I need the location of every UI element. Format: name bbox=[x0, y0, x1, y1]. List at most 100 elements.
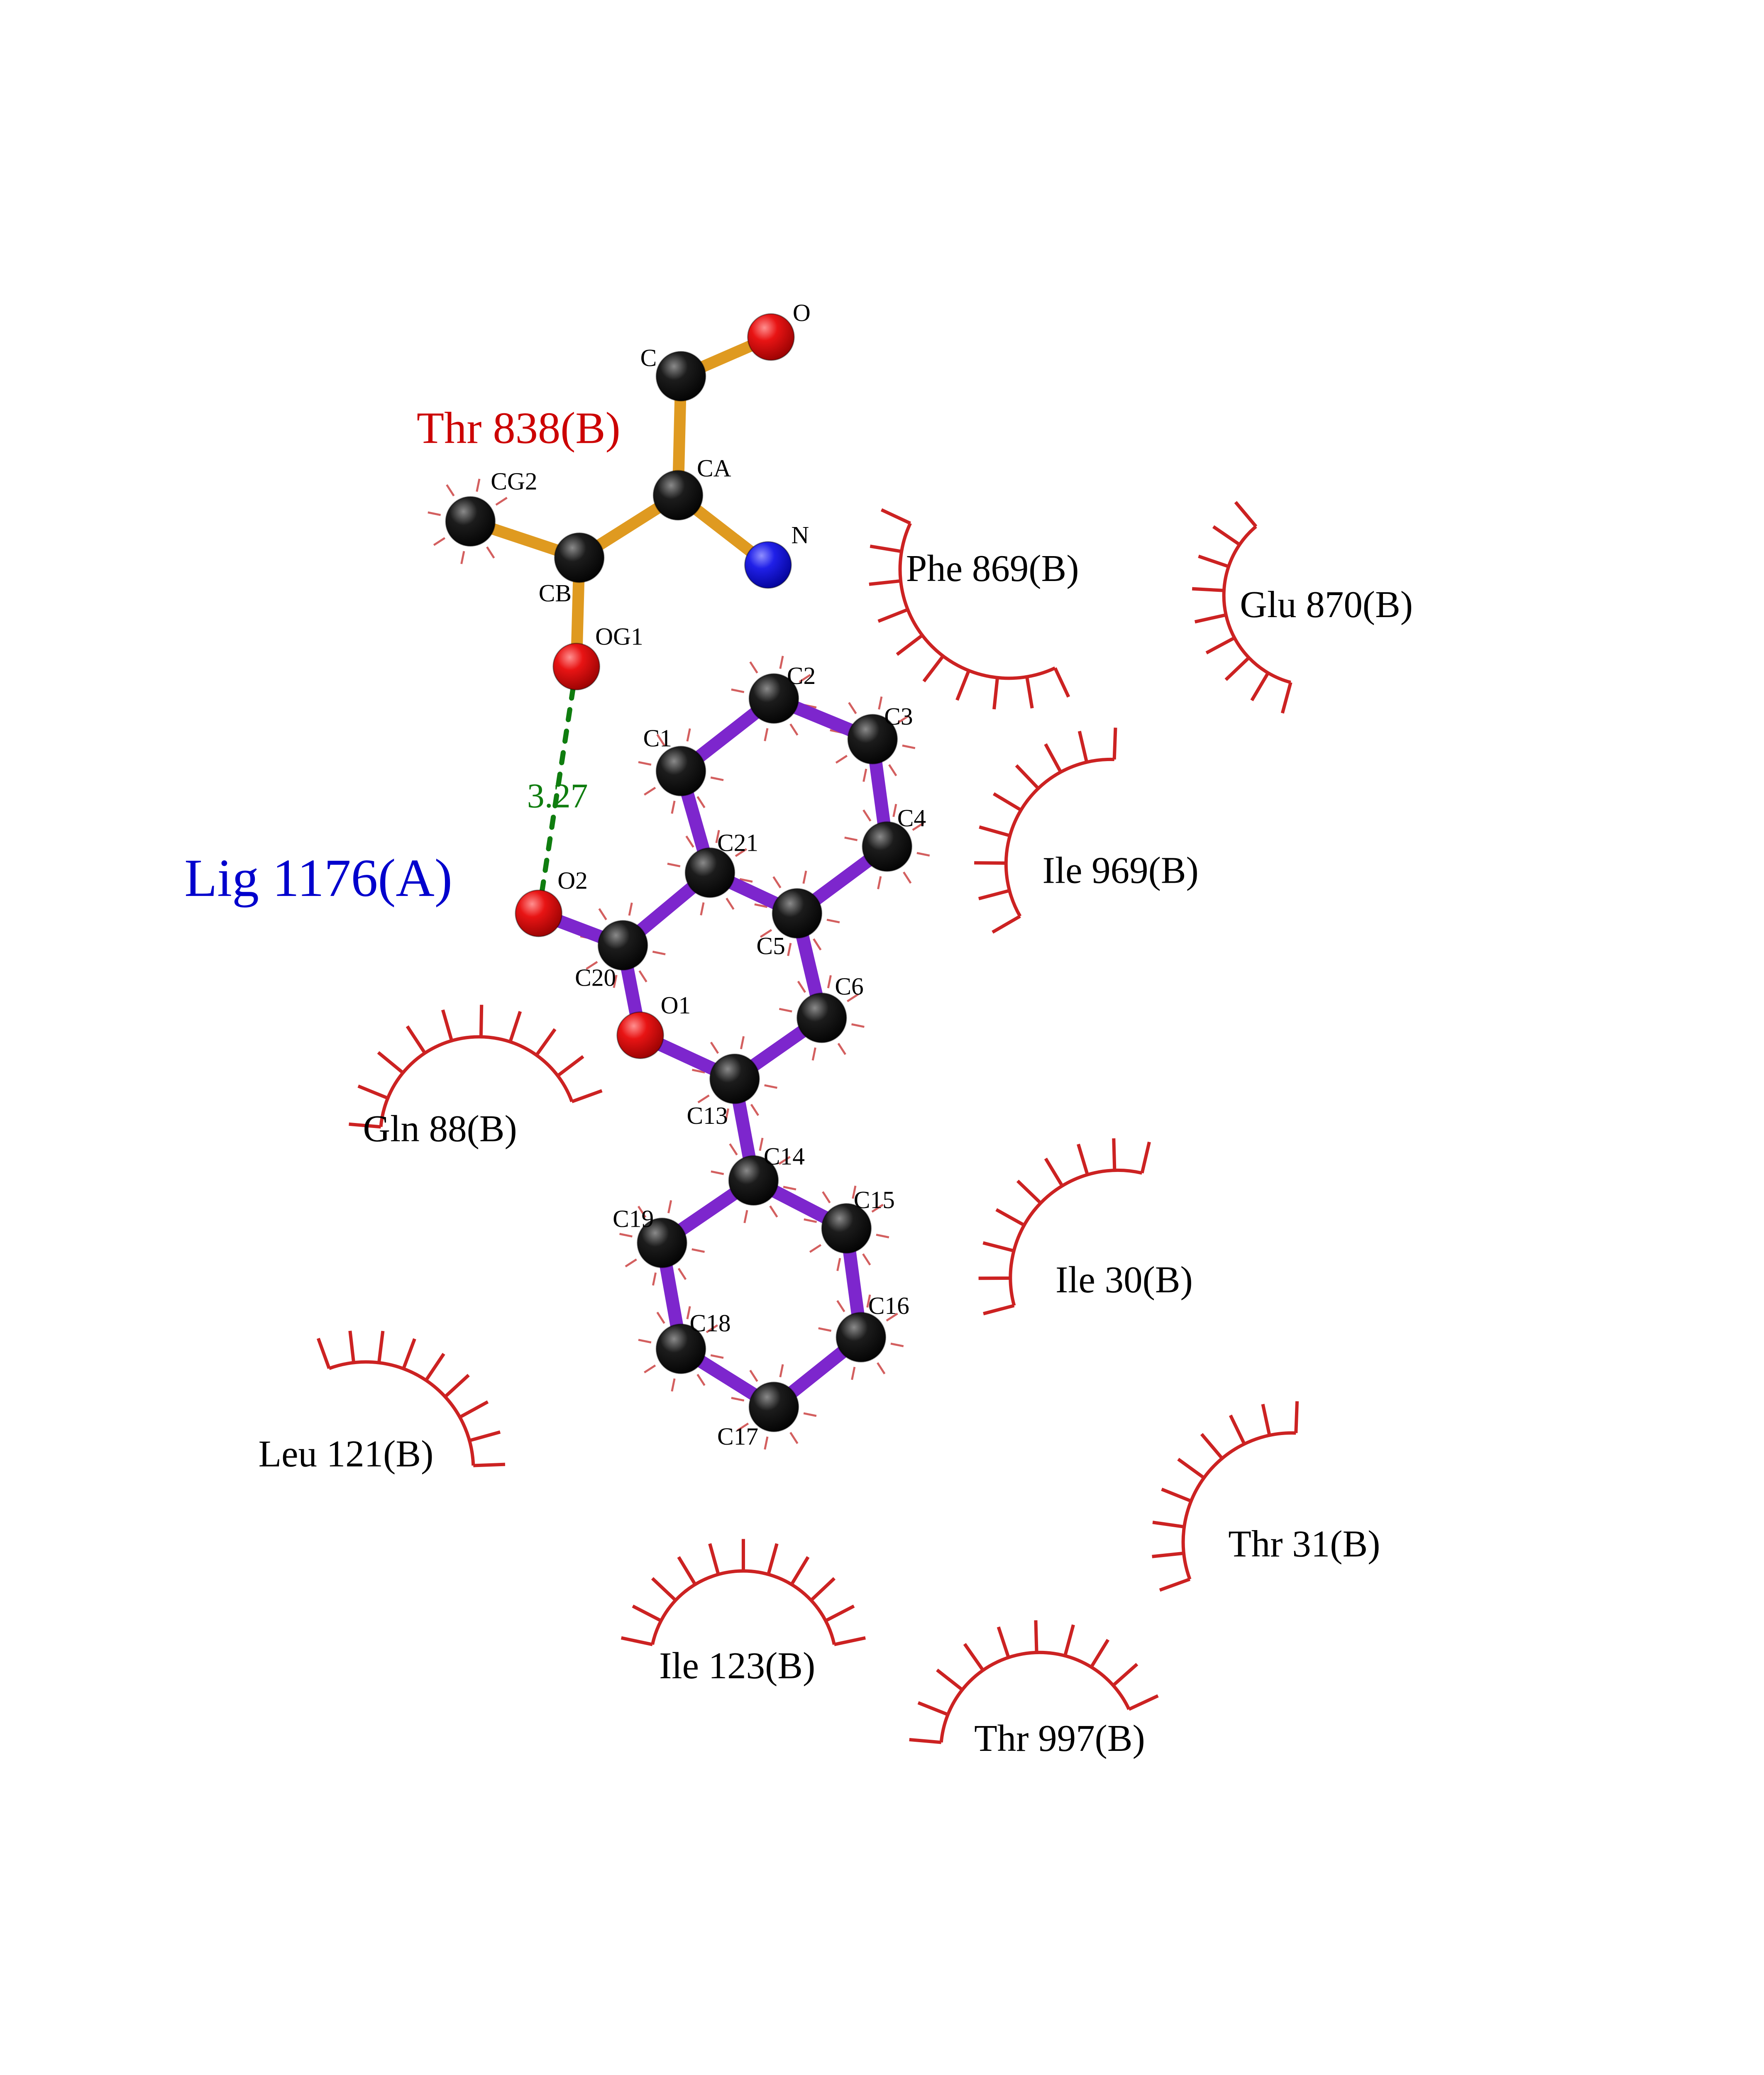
contact-residue-label: Glu 870(B) bbox=[1240, 583, 1413, 625]
contact-eyelash-tick bbox=[357, 1084, 388, 1100]
atom-label-C19: C19 bbox=[613, 1205, 654, 1232]
atom-contact-ray bbox=[844, 836, 858, 841]
contact-ile-30-b: Ile 30(B) bbox=[978, 1138, 1193, 1316]
contact-eyelash-tick bbox=[535, 1028, 557, 1056]
contact-residue-label: Phe 869(B) bbox=[906, 547, 1079, 589]
atom-contact-ray bbox=[769, 1205, 778, 1218]
contact-eyelash-tick bbox=[1229, 1414, 1246, 1445]
contact-residue-label: Ile 123(B) bbox=[659, 1645, 815, 1687]
atom-contact-ray bbox=[835, 754, 848, 764]
atom-C18 bbox=[655, 1323, 706, 1374]
contact-eyelash-tick bbox=[1090, 1639, 1110, 1668]
contact-eyelash-tick bbox=[1112, 1662, 1139, 1687]
atom-contact-ray bbox=[428, 511, 441, 516]
atom-contact-ray bbox=[433, 537, 446, 546]
atom-contact-ray bbox=[876, 1233, 889, 1238]
atom-CG2 bbox=[445, 496, 496, 547]
atom-contact-ray bbox=[625, 1258, 637, 1267]
contact-eyelash-tick bbox=[1140, 1141, 1151, 1174]
atom-O1 bbox=[616, 1011, 664, 1059]
atom-contact-ray bbox=[892, 803, 897, 817]
atom-C21 bbox=[684, 847, 735, 898]
atom-contact-ray bbox=[749, 661, 758, 674]
contact-eyelash-tick bbox=[1077, 1143, 1089, 1175]
atom-label-C3: C3 bbox=[884, 703, 913, 730]
atom-label-C14: C14 bbox=[764, 1142, 805, 1170]
contact-eyelash-tick bbox=[877, 608, 909, 623]
contact-eyelash-tick bbox=[459, 1400, 489, 1419]
atom-contact-ray bbox=[764, 1084, 777, 1089]
contact-eyelash-tick bbox=[1016, 1179, 1042, 1204]
atom-contact-ray bbox=[912, 822, 924, 831]
contact-eyelash-tick bbox=[963, 1643, 985, 1671]
atom-C13 bbox=[709, 1053, 760, 1104]
atom-label-C5: C5 bbox=[756, 932, 785, 959]
layer-hydrophobic-contacts: Phe 869(B)Glu 870(B)Ile 969(B)Gln 88(B)I… bbox=[259, 501, 1413, 1759]
atom-C16 bbox=[836, 1312, 887, 1363]
atom-contact-ray bbox=[460, 551, 465, 564]
atom-contact-ray bbox=[809, 1244, 822, 1253]
contact-eyelash-tick bbox=[992, 915, 1021, 934]
contact-eyelash-tick bbox=[825, 1604, 855, 1622]
atom-contact-ray bbox=[862, 1253, 871, 1266]
atom-contact-ray bbox=[495, 497, 508, 506]
atom-contact-ray bbox=[697, 1094, 710, 1103]
atom-contact-ray bbox=[735, 848, 747, 857]
atom-contact-ray bbox=[711, 1170, 724, 1175]
contact-residue-label: Ile 30(B) bbox=[1055, 1259, 1193, 1301]
contact-eyelash-tick bbox=[1234, 501, 1258, 528]
contact-eyelash-tick bbox=[402, 1338, 416, 1370]
atom-contact-ray bbox=[656, 734, 665, 746]
contact-residue-label: Gln 88(B) bbox=[363, 1108, 517, 1150]
atom-C6 bbox=[796, 992, 847, 1043]
contact-eyelash-tick bbox=[1250, 672, 1270, 701]
atom-contact-ray bbox=[862, 809, 872, 822]
atom-contact-ray bbox=[740, 1036, 745, 1050]
atom-contact-ray bbox=[619, 1233, 633, 1238]
atom-C19 bbox=[637, 1217, 687, 1268]
contact-eyelash-tick bbox=[1025, 676, 1034, 709]
contact-eyelash-tick bbox=[508, 1011, 522, 1042]
contact-eyelash-tick bbox=[1205, 636, 1236, 654]
contact-eyelash-tick bbox=[651, 1577, 677, 1601]
atom-C14 bbox=[728, 1155, 779, 1206]
contact-eyelash-tick bbox=[406, 1025, 426, 1054]
atom-contact-ray bbox=[685, 835, 694, 848]
atom-contact-ray bbox=[677, 1268, 687, 1280]
atom-contact-ray bbox=[772, 876, 782, 889]
contact-eyelash-tick bbox=[424, 1352, 445, 1382]
atom-contact-ray bbox=[749, 1370, 758, 1382]
contact-eyelash-tick bbox=[997, 1626, 1010, 1658]
contact-eyelash-tick bbox=[349, 1122, 381, 1129]
atom-C15 bbox=[821, 1203, 872, 1254]
atom-contact-ray bbox=[446, 484, 455, 497]
atom-contact-ray bbox=[878, 696, 883, 710]
atom-contact-ray bbox=[759, 1138, 764, 1151]
atom-contact-ray bbox=[813, 938, 822, 951]
atom-label-C4: C4 bbox=[897, 804, 926, 832]
atom-label-C16: C16 bbox=[868, 1292, 909, 1319]
contact-thr-997-b: Thr 997(B) bbox=[909, 1620, 1159, 1759]
atom-rays-C19 bbox=[619, 1200, 705, 1286]
atom-contact-ray bbox=[729, 1143, 738, 1156]
atom-contact-ray bbox=[710, 1042, 719, 1054]
contact-eyelash-tick bbox=[982, 1241, 1014, 1252]
contact-eyelash-tick bbox=[834, 1636, 866, 1646]
contact-eyelash-tick bbox=[1192, 587, 1224, 592]
atom-contact-ray bbox=[827, 975, 832, 989]
atom-contact-ray bbox=[586, 961, 598, 970]
contact-eyelash-tick bbox=[1194, 613, 1226, 624]
atom-contact-ray bbox=[837, 1042, 846, 1055]
atom-C2 bbox=[748, 673, 799, 724]
contact-eyelash-tick bbox=[1261, 1404, 1271, 1436]
atom-label-CB: CB bbox=[539, 579, 572, 607]
contact-eyelash-tick bbox=[880, 508, 911, 525]
atom-rays-C18 bbox=[638, 1306, 724, 1392]
atom-contact-ray bbox=[890, 1343, 904, 1348]
atom-contact-ray bbox=[686, 1306, 691, 1319]
atom-N bbox=[744, 541, 792, 589]
atom-label-C15: C15 bbox=[854, 1186, 895, 1213]
atom-contact-ray bbox=[736, 1422, 749, 1432]
atom-label-C1: C1 bbox=[643, 725, 672, 752]
